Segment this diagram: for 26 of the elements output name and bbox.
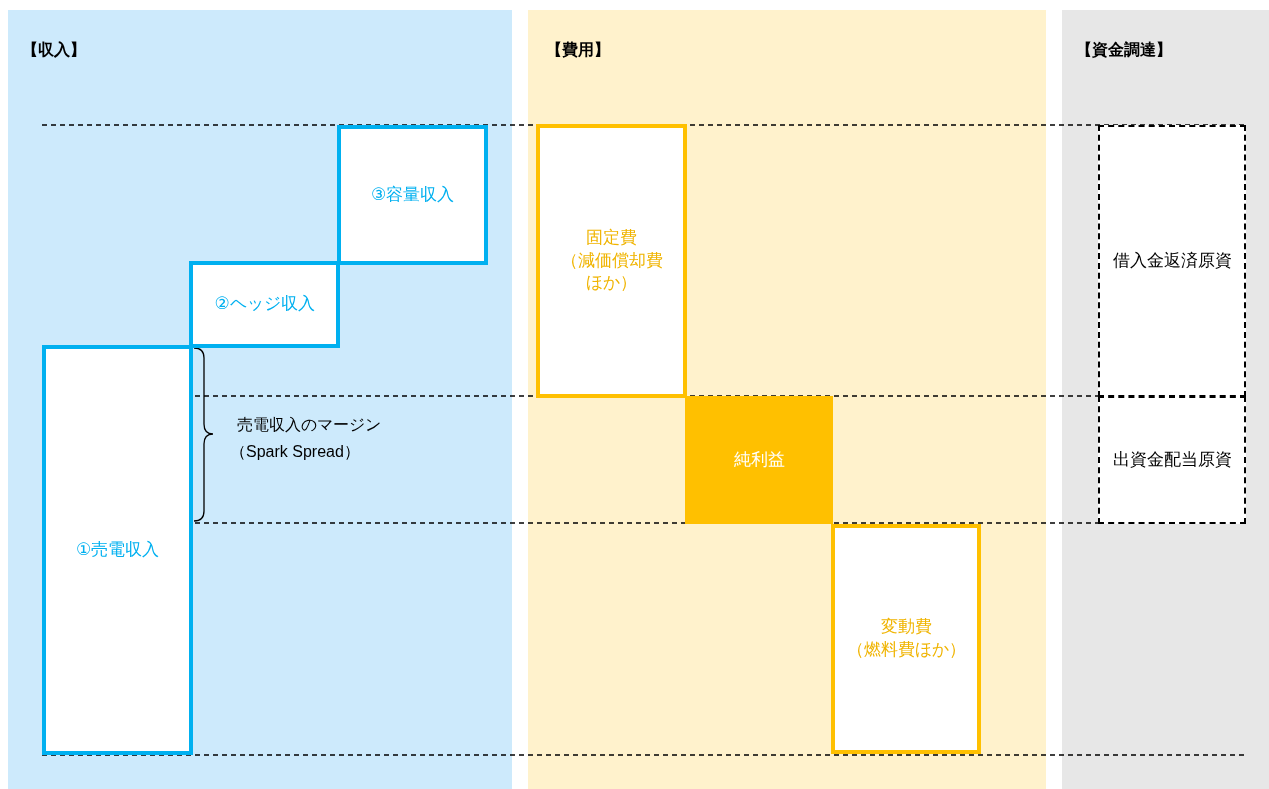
cost-box — [536, 124, 687, 398]
cost-box — [831, 524, 981, 754]
column-heading: 【収入】 — [22, 40, 86, 60]
box-subtitle: （減価償却費ほか） — [559, 249, 664, 295]
column-heading: 【資金調達】 — [1076, 40, 1172, 60]
revenue-box — [189, 261, 340, 348]
margin-label: 売電収入のマージン — [237, 415, 381, 435]
box-title: 変動費 — [880, 616, 932, 639]
box-title: ②ヘッジ収入 — [214, 293, 315, 316]
box-title: 出資金配当原資 — [1112, 448, 1232, 471]
column-panel — [528, 10, 1046, 789]
funding-box — [1098, 125, 1246, 397]
margin-label: （Spark Spread） — [230, 442, 360, 462]
box-title: ①売電収入 — [75, 538, 160, 561]
box-title: ③容量収入 — [370, 183, 455, 206]
column-heading: 【費用】 — [546, 40, 610, 60]
box-title: 純利益 — [733, 448, 785, 471]
revenue-box — [337, 125, 488, 265]
column-panel — [8, 10, 512, 789]
box-subtitle: （燃料費ほか） — [846, 639, 966, 661]
column-panel — [1062, 10, 1269, 789]
funding-box — [1098, 396, 1246, 524]
box-title: 借入金返済原資 — [1112, 249, 1232, 272]
box-title: 固定費 — [586, 226, 637, 249]
profit-box — [685, 396, 833, 524]
revenue-box — [42, 345, 193, 755]
